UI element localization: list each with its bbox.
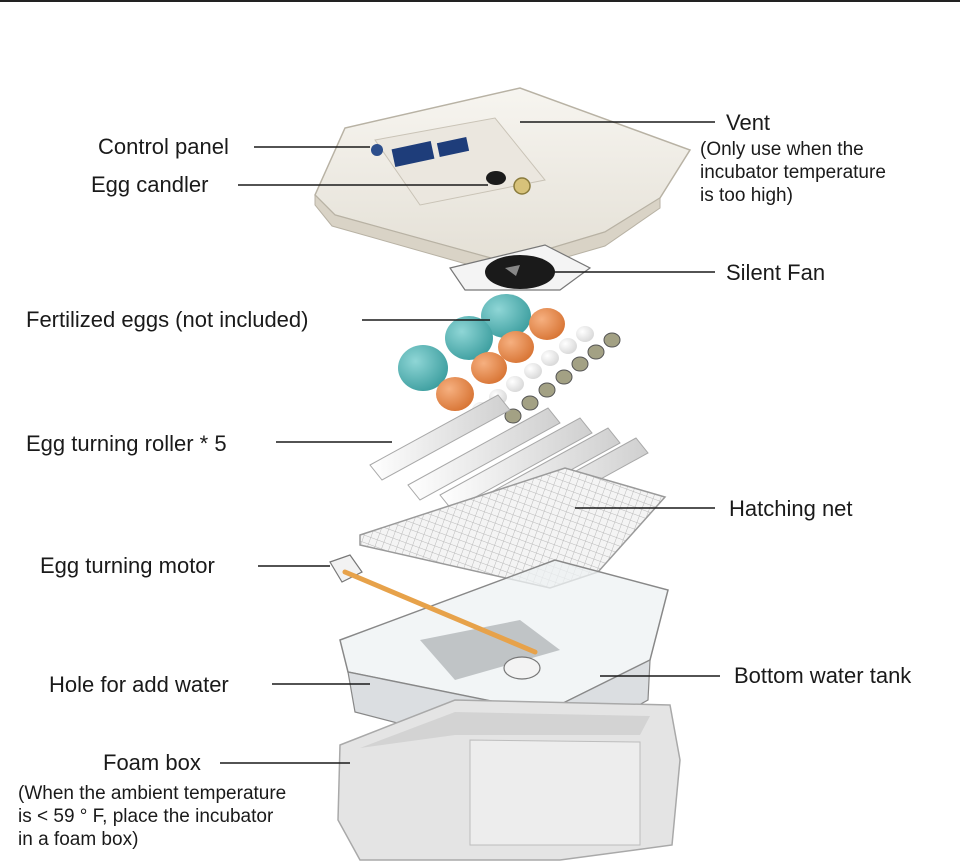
note-foam-box: (When the ambient temperature is < 59 ° … xyxy=(18,783,287,850)
egg-turning-motor xyxy=(329,554,538,655)
incubator-lid xyxy=(314,87,692,276)
vent-knob xyxy=(513,177,531,195)
label-control-panel: Control panel xyxy=(98,134,229,159)
leader-lines xyxy=(220,121,720,764)
label-fertilized-eggs: Fertilized eggs (not included) xyxy=(26,307,309,332)
top-border xyxy=(0,0,960,2)
note-vent: (Only use when the incubator temperature… xyxy=(700,139,886,206)
fertilized-eggs xyxy=(398,294,621,424)
silent-fan xyxy=(449,244,592,291)
label-hole-for-water: Hole for add water xyxy=(49,672,229,697)
label-egg-turning-roller: Egg turning roller * 5 xyxy=(26,431,227,456)
label-silent-fan: Silent Fan xyxy=(726,260,826,285)
foam-box xyxy=(337,699,681,861)
hatching-net xyxy=(359,467,667,589)
label-vent: Vent xyxy=(726,110,771,135)
label-egg-turning-motor: Egg turning motor xyxy=(40,553,215,578)
label-egg-candler: Egg candler xyxy=(91,172,209,197)
power-icon xyxy=(371,144,383,156)
label-bottom-water-tank: Bottom water tank xyxy=(734,663,912,688)
candler-button xyxy=(486,171,506,185)
water-hole xyxy=(503,656,541,680)
label-hatching-net: Hatching net xyxy=(729,496,853,521)
label-foam-box: Foam box xyxy=(103,750,201,775)
display-screen xyxy=(391,141,435,167)
